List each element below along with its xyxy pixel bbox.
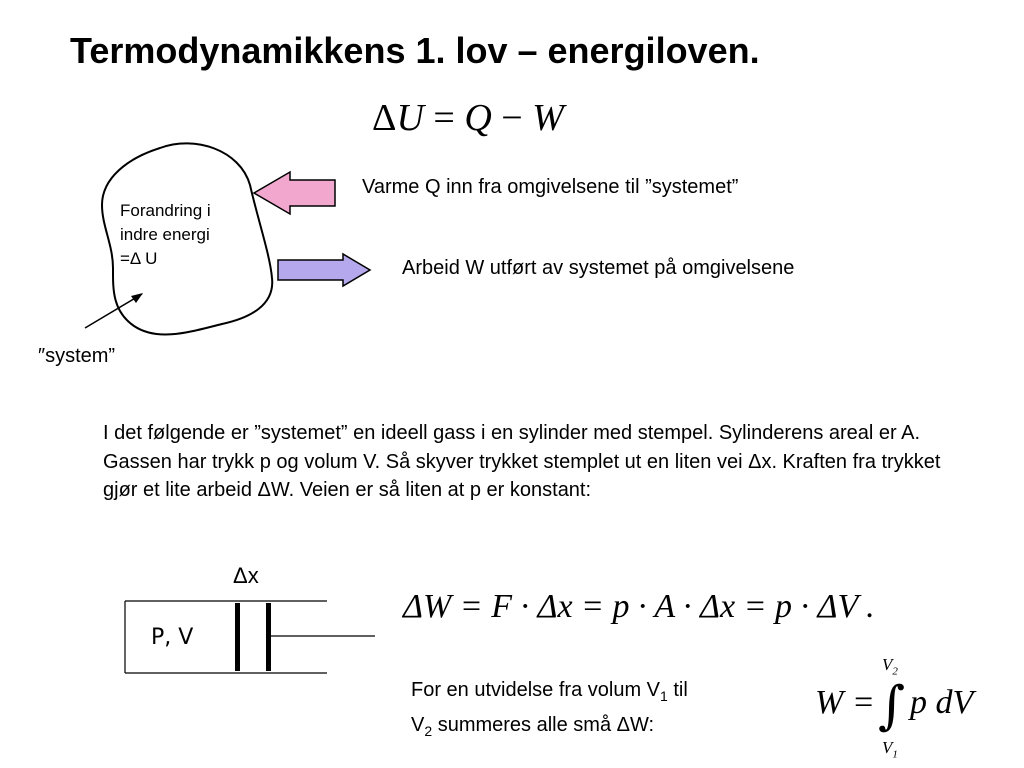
piston-initial <box>235 603 240 671</box>
equation-u: U <box>396 97 424 139</box>
work-label: Arbeid W utført av systemet på omgivelse… <box>402 257 795 279</box>
internal-energy-line-3: =Δ U <box>120 249 158 268</box>
equals-sign: = <box>423 97 465 139</box>
expansion-sub-1: 1 <box>660 688 668 704</box>
internal-energy-text: Forandring i indre energi =Δ U <box>120 199 211 271</box>
dx-label: Δx <box>233 563 259 588</box>
expansion-part-1: For en utvidelse fra volum V <box>411 679 660 701</box>
expansion-part-4: summeres alle små ΔW: <box>432 714 655 736</box>
integral-integrand: p dV <box>910 684 974 721</box>
integral-sign: ∫ <box>878 676 906 736</box>
first-law-equation: ΔU = Q − W <box>372 96 564 140</box>
integral-lower-limit: V1 <box>882 738 898 760</box>
equation-q: Q <box>464 97 492 139</box>
expansion-sub-2: 2 <box>424 723 433 739</box>
integral-lhs: W = <box>815 684 875 721</box>
system-pointer-line <box>84 293 143 329</box>
slide-title: Termodynamikkens 1. lov – energiloven. <box>70 30 760 71</box>
upper-limit-v: V <box>882 655 893 674</box>
upper-limit-sub: 2 <box>892 665 898 678</box>
lower-limit-v: V <box>882 738 893 757</box>
description-paragraph: I det følgende er ”systemet” en ideell g… <box>103 422 941 501</box>
system-blob <box>100 142 274 336</box>
pv-label: P, V <box>151 625 194 650</box>
system-pointer-head <box>131 293 143 303</box>
integral-upper-limit: V2 <box>882 655 898 677</box>
work-equation: ΔW = F · Δx = p · A · Δx = p · ΔV . <box>403 588 875 625</box>
equation-w: W <box>532 97 564 139</box>
lower-limit-sub: 1 <box>892 748 898 761</box>
expansion-part-2: til <box>667 679 688 701</box>
minus-sign: − <box>491 97 533 139</box>
work-arrow <box>277 252 372 288</box>
delta-symbol: Δ <box>372 97 397 139</box>
piston-moved <box>266 603 271 671</box>
internal-energy-line-2: indre energi <box>120 225 210 244</box>
heat-label: Varme Q inn fra omgivelsene til ”systeme… <box>362 176 739 198</box>
internal-energy-line-1: Forandring i <box>120 201 211 220</box>
system-label: ″system” <box>38 345 116 367</box>
heat-arrow <box>252 170 336 216</box>
expansion-text: For en utvidelse fra volum V1 til V2 sum… <box>411 676 791 746</box>
expansion-part-3: V <box>411 714 425 736</box>
